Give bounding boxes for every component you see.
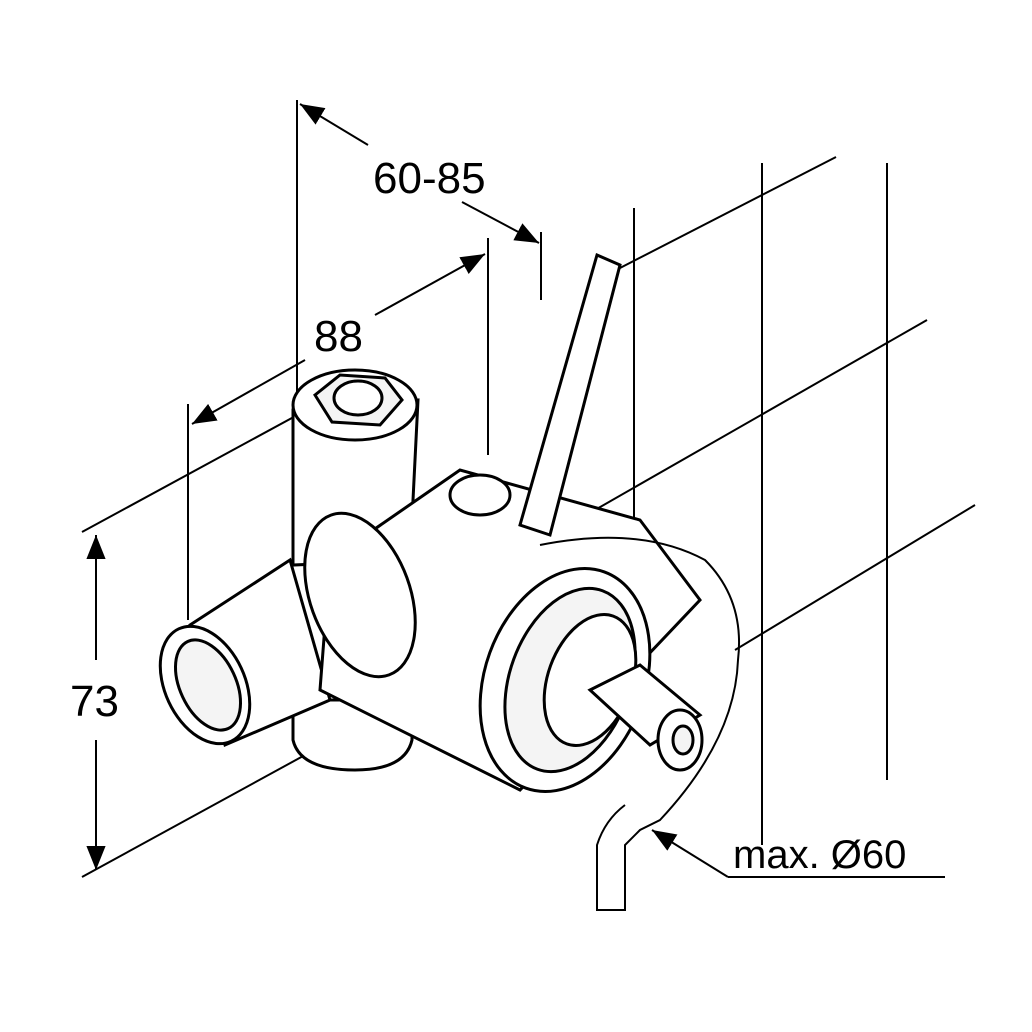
dimension-label-max-diameter: max. Ø60 (733, 833, 907, 877)
valve-body (158, 252, 740, 911)
dimension-label-width: 88 (314, 312, 363, 361)
dimension-lines (86, 103, 945, 878)
dimension-label-depth-range: 60-85 (373, 154, 486, 203)
extension-lines (81, 100, 976, 878)
dimension-label-height: 73 (70, 677, 119, 726)
